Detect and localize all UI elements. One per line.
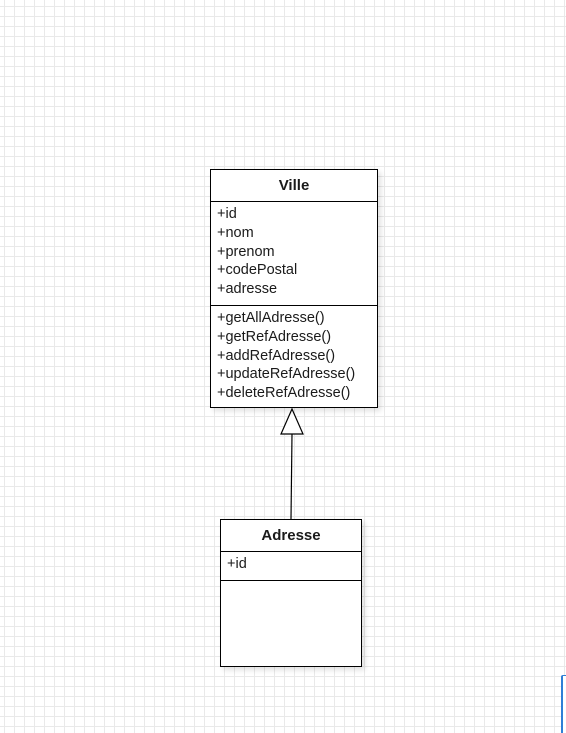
class-adresse-name[interactable]: Adresse bbox=[221, 520, 361, 552]
method-getrefadresse[interactable]: +getRefAdresse() bbox=[217, 328, 332, 345]
attribute-codepostal[interactable]: +codePostal bbox=[217, 262, 298, 279]
attribute-adresse[interactable]: +adresse bbox=[217, 281, 278, 298]
class-adresse-methods[interactable] bbox=[221, 581, 361, 666]
attribute-nom[interactable]: +nom bbox=[217, 224, 254, 241]
method-getalladresse[interactable]: +getAllAdresse() bbox=[217, 310, 325, 326]
method-updaterefadresse[interactable]: +updateRefAdresse() bbox=[217, 366, 356, 383]
class-adresse[interactable]: Adresse +id bbox=[220, 519, 362, 667]
panel-edge-handle[interactable] bbox=[561, 675, 566, 733]
class-ville[interactable]: Ville +id +nom +prenom +codePostal +adre… bbox=[210, 169, 378, 408]
attribute-prenom[interactable]: +prenom bbox=[217, 243, 275, 260]
class-ville-methods[interactable]: +getAllAdresse() +getRefAdresse() +addRe… bbox=[211, 306, 377, 407]
inheritance-arrowhead[interactable] bbox=[280, 407, 304, 435]
attribute-id[interactable]: +id bbox=[217, 206, 237, 222]
class-adresse-attributes[interactable]: +id bbox=[221, 552, 361, 581]
method-deleterefadresse[interactable]: +deleteRefAdresse() bbox=[217, 385, 351, 402]
class-ville-name[interactable]: Ville bbox=[211, 170, 377, 202]
class-ville-attributes[interactable]: +id +nom +prenom +codePostal +adresse bbox=[211, 202, 377, 306]
attribute-id[interactable]: +id bbox=[227, 556, 247, 572]
method-addrefadresse[interactable]: +addRefAdresse() bbox=[217, 347, 336, 364]
inheritance-line[interactable] bbox=[290, 433, 293, 520]
